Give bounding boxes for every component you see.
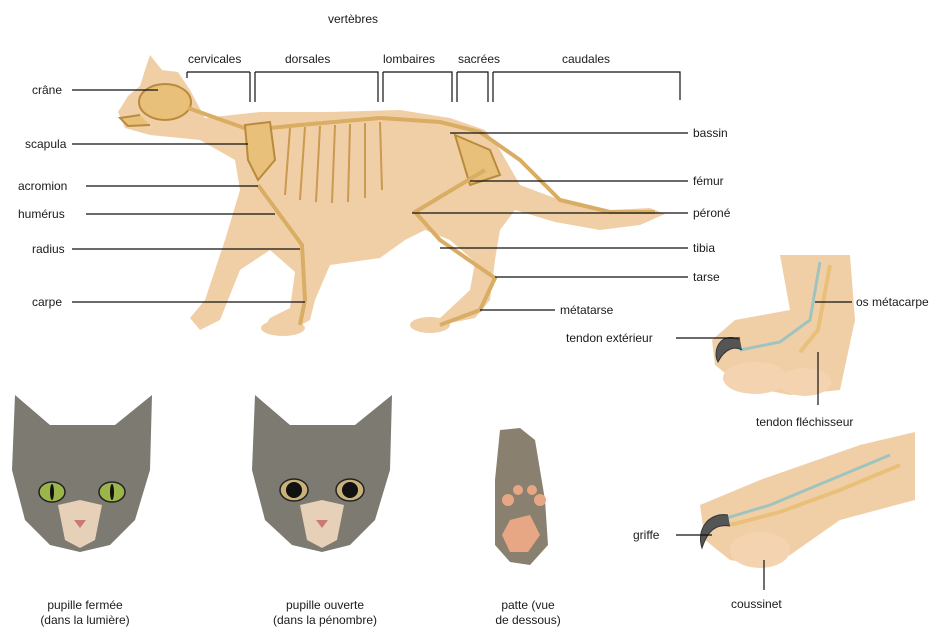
caption-line: pupille fermée — [20, 598, 150, 613]
caption-line: (dans la pénombre) — [255, 613, 395, 628]
label-scapula: scapula — [25, 137, 66, 151]
label-perone: péroné — [693, 206, 730, 220]
label-tibia: tibia — [693, 241, 715, 255]
caption-pupille-ouverte: pupille ouverte (dans la pénombre) — [255, 598, 395, 628]
label-acromion: acromion — [18, 179, 67, 193]
label-lombaires: lombaires — [383, 52, 435, 66]
label-tendon-exterieur: tendon extérieur — [566, 331, 653, 345]
label-metatarse: métatarse — [560, 303, 613, 317]
label-caudales: caudales — [562, 52, 610, 66]
caption-line: patte (vue — [478, 598, 578, 613]
caption-line: de dessous) — [478, 613, 578, 628]
label-crane: crâne — [32, 83, 62, 97]
label-femur: fémur — [693, 174, 724, 188]
paw-detail-top — [712, 255, 855, 396]
cat-face-closed-pupil — [12, 395, 152, 552]
label-dorsales: dorsales — [285, 52, 330, 66]
caption-pupille-fermee: pupille fermée (dans la lumière) — [20, 598, 150, 628]
label-coussinet: coussinet — [731, 597, 782, 611]
label-humerus: humérus — [18, 207, 65, 221]
cat-silhouette — [118, 55, 665, 336]
cat-face-open-pupil — [252, 395, 392, 552]
label-griffe: griffe — [633, 528, 659, 542]
label-radius: radius — [32, 242, 65, 256]
label-os-metacarpe: os métacarpe — [856, 295, 929, 309]
label-bassin: bassin — [693, 126, 728, 140]
caption-line: pupille ouverte — [255, 598, 395, 613]
paw-underside — [495, 428, 548, 565]
caption-patte: patte (vue de dessous) — [478, 598, 578, 628]
label-tendon-flechisseur: tendon fléchisseur — [756, 415, 853, 429]
label-sacrees: sacrées — [458, 52, 500, 66]
vertebrae-title: vertèbres — [328, 12, 378, 26]
label-carpe: carpe — [32, 295, 62, 309]
paw-detail-bottom — [700, 432, 915, 568]
caption-line: (dans la lumière) — [20, 613, 150, 628]
label-tarse: tarse — [693, 270, 720, 284]
label-cervicales: cervicales — [188, 52, 241, 66]
